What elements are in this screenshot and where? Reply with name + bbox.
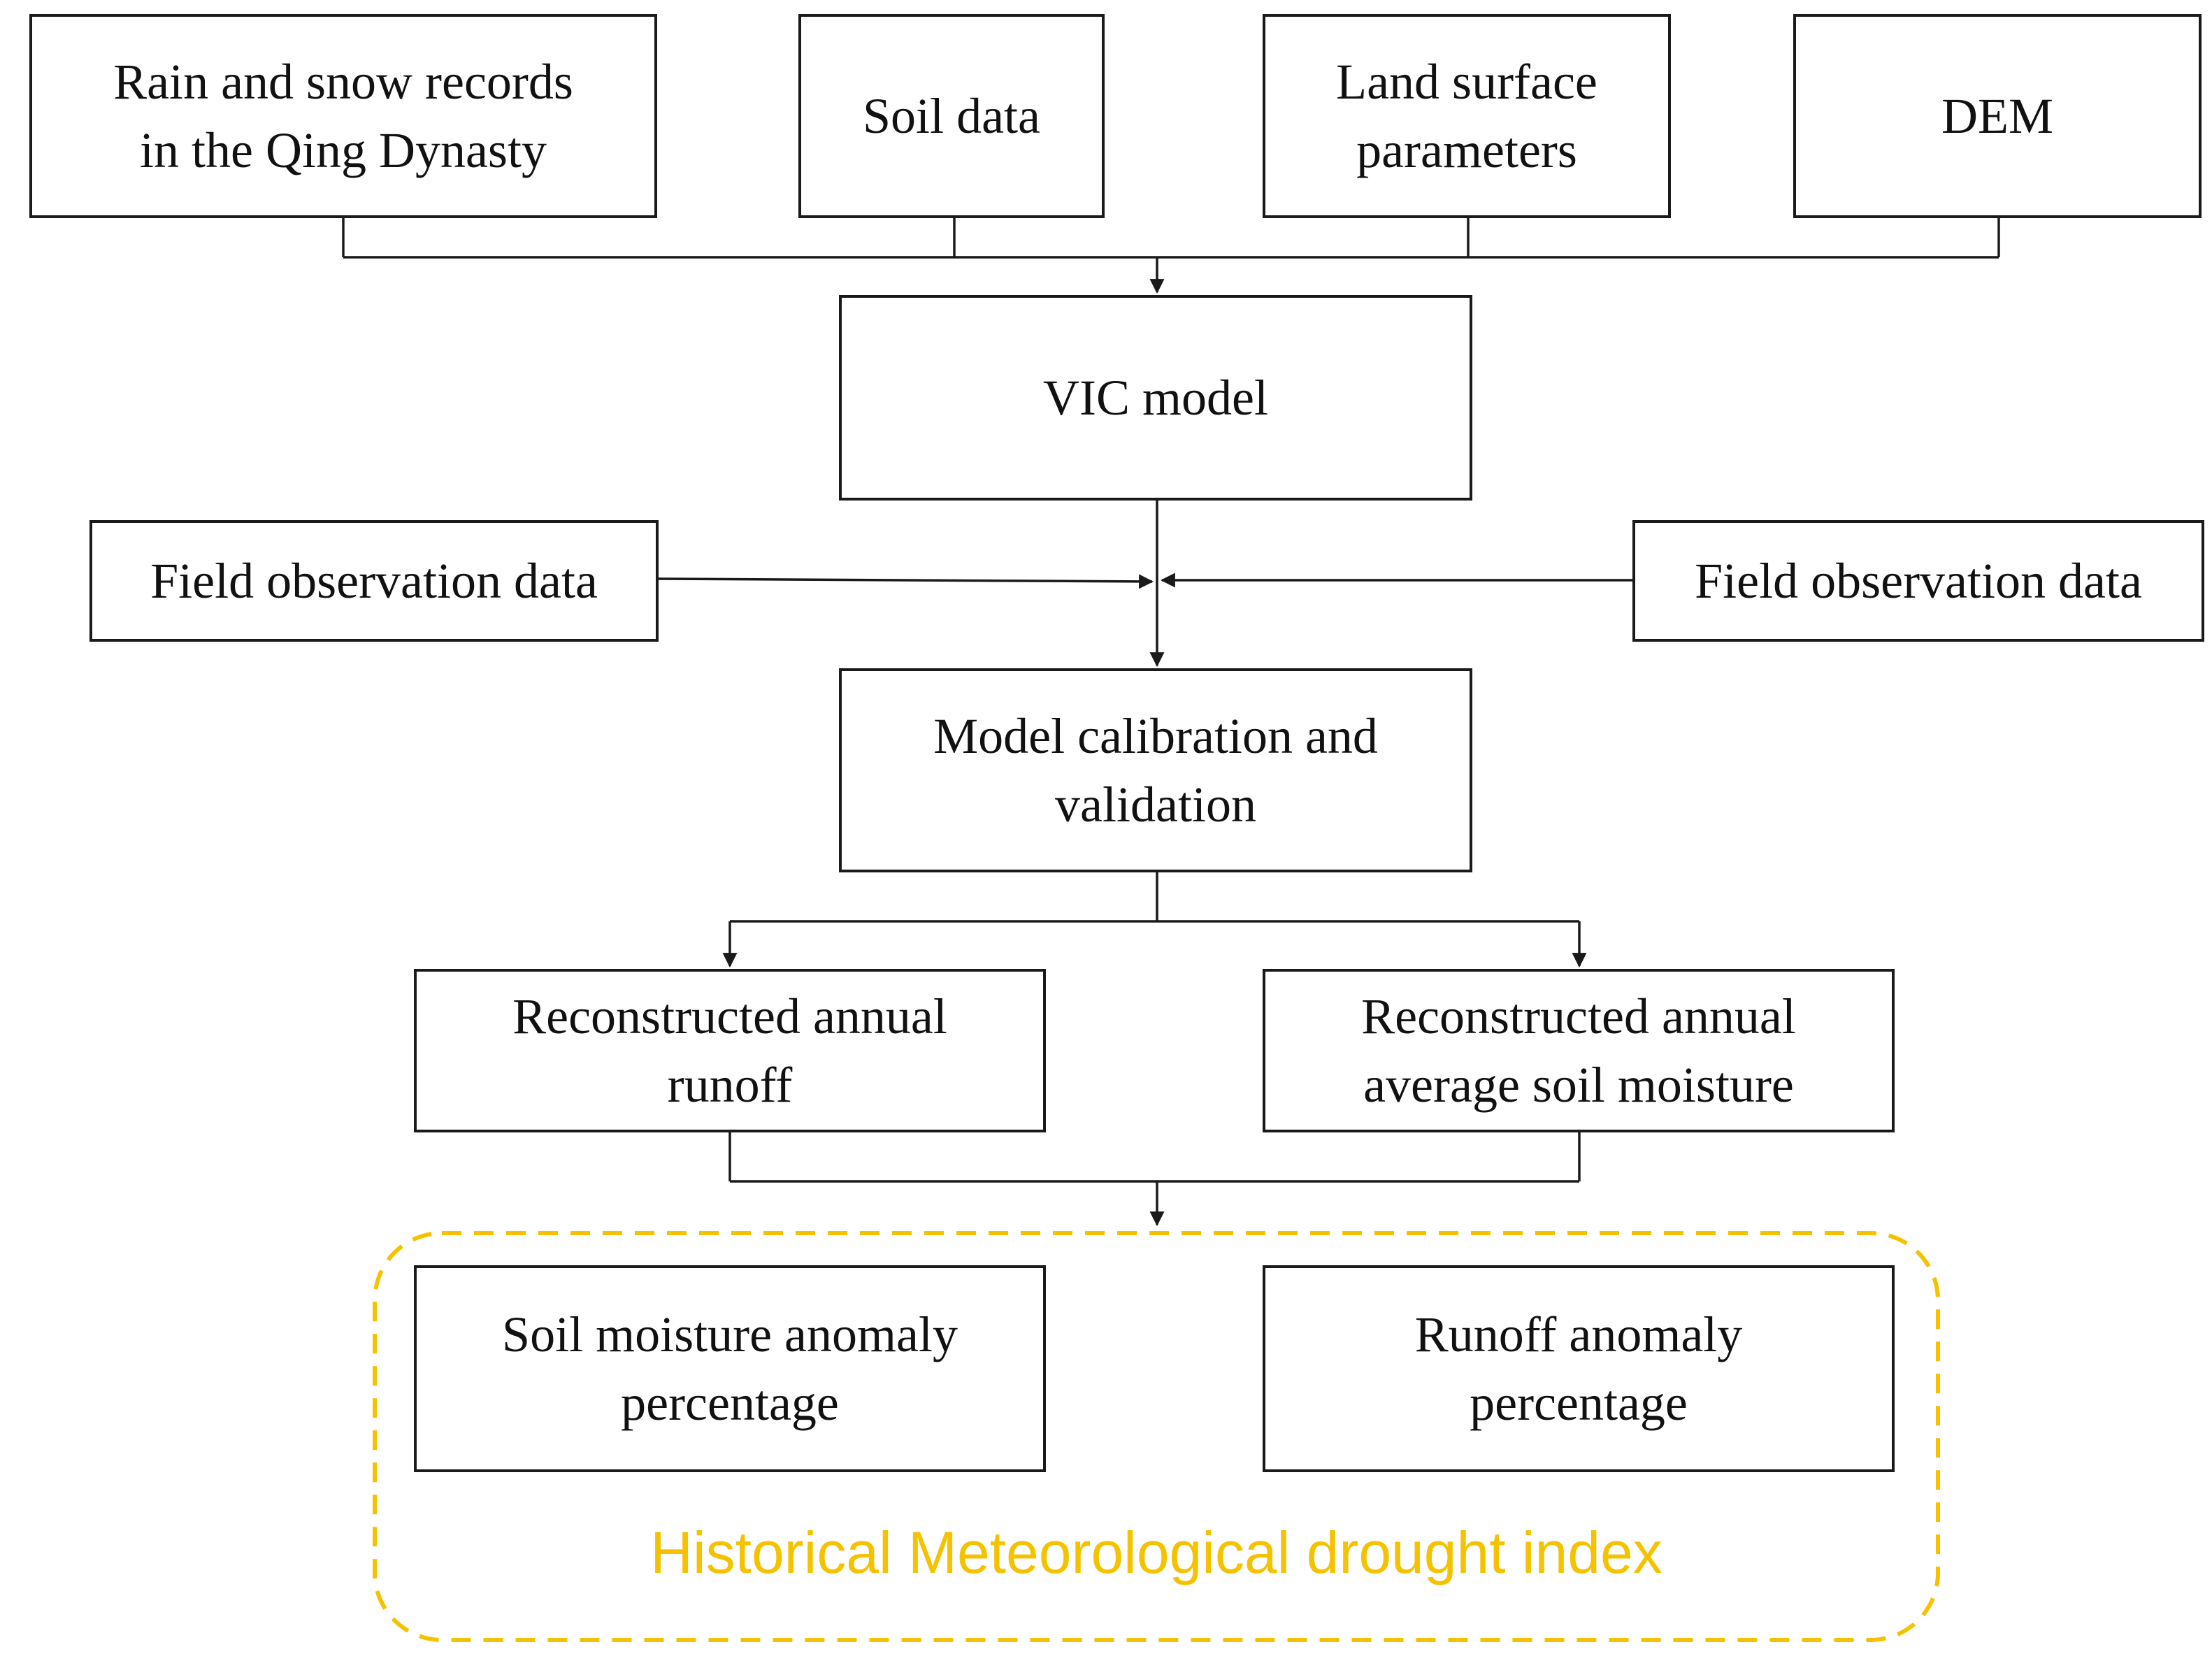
vic-to-calibration-connector bbox=[658, 501, 1632, 668]
soil-data-line-1: Soil data bbox=[863, 88, 1040, 144]
outputs-merge-connector bbox=[728, 1132, 1581, 1227]
reconstructed-soil-moisture-line-2: average soil moisture bbox=[1363, 1057, 1794, 1113]
reconstructed-runoff-text: Reconstructed annual runoff bbox=[512, 982, 947, 1119]
rain-snow-records-line-2: in the Qing Dynasty bbox=[140, 122, 547, 178]
calibration-split-connector bbox=[722, 872, 1587, 968]
model-calibration-text: Model calibration and validation bbox=[933, 702, 1378, 839]
vic-model-box: VIC model bbox=[839, 295, 1472, 501]
reconstructed-runoff-line-1: Reconstructed annual bbox=[512, 988, 947, 1044]
reconstructed-soil-moisture-text: Reconstructed annual average soil moistu… bbox=[1361, 982, 1796, 1119]
model-calibration-line-1: Model calibration and bbox=[933, 708, 1378, 764]
dem-text: DEM bbox=[1941, 82, 2053, 150]
field-observation-left-box: Field observation data bbox=[89, 520, 659, 642]
vic-model-line-1: VIC model bbox=[1043, 370, 1268, 426]
runoff-anomaly-line-1: Runoff anomaly bbox=[1414, 1306, 1743, 1362]
rain-snow-records-text: Rain and snow records in the Qing Dynast… bbox=[113, 48, 573, 185]
arrow-from-left-observation bbox=[658, 574, 1154, 589]
runoff-anomaly-box: Runoff anomaly percentage bbox=[1263, 1265, 1895, 1472]
reconstructed-runoff-box: Reconstructed annual runoff bbox=[414, 969, 1046, 1132]
runoff-anomaly-text: Runoff anomaly percentage bbox=[1415, 1300, 1743, 1437]
land-surface-parameters-line-2: parameters bbox=[1356, 122, 1577, 178]
runoff-anomaly-line-2: percentage bbox=[1470, 1375, 1688, 1431]
soil-moisture-anomaly-line-1: Soil moisture anomaly bbox=[502, 1306, 958, 1362]
soil-moisture-anomaly-text: Soil moisture anomaly percentage bbox=[502, 1300, 958, 1437]
reconstructed-soil-moisture-box: Reconstructed annual average soil moistu… bbox=[1263, 969, 1895, 1132]
land-surface-parameters-text: Land surface parameters bbox=[1336, 48, 1597, 185]
land-surface-parameters-line-1: Land surface bbox=[1336, 54, 1597, 110]
soil-moisture-anomaly-line-2: percentage bbox=[621, 1375, 839, 1431]
rain-snow-records-box: Rain and snow records in the Qing Dynast… bbox=[29, 14, 657, 218]
model-calibration-box: Model calibration and validation bbox=[839, 668, 1472, 872]
field-observation-right-box: Field observation data bbox=[1632, 520, 2204, 642]
soil-data-text: Soil data bbox=[863, 82, 1040, 150]
dem-line-1: DEM bbox=[1941, 88, 2053, 144]
soil-data-box: Soil data bbox=[798, 14, 1105, 218]
model-calibration-line-2: validation bbox=[1055, 777, 1256, 833]
field-observation-right-text: Field observation data bbox=[1695, 547, 2142, 615]
rain-snow-records-line-1: Rain and snow records bbox=[113, 54, 573, 110]
vic-model-text: VIC model bbox=[1043, 363, 1268, 432]
field-observation-left-text: Field observation data bbox=[150, 547, 598, 615]
land-surface-parameters-box: Land surface parameters bbox=[1263, 14, 1671, 218]
dem-box: DEM bbox=[1793, 14, 2202, 218]
drought-index-group-border bbox=[373, 1231, 1940, 1642]
drought-index-label: Historical Meteorological drought index bbox=[650, 1520, 1662, 1585]
reconstructed-soil-moisture-line-1: Reconstructed annual bbox=[1361, 988, 1796, 1044]
field-observation-right-line-1: Field observation data bbox=[1695, 553, 2142, 609]
inputs-merge-connector bbox=[342, 218, 2000, 294]
field-observation-left-line-1: Field observation data bbox=[150, 553, 598, 609]
soil-moisture-anomaly-box: Soil moisture anomaly percentage bbox=[414, 1265, 1046, 1472]
reconstructed-runoff-line-2: runoff bbox=[667, 1057, 793, 1113]
